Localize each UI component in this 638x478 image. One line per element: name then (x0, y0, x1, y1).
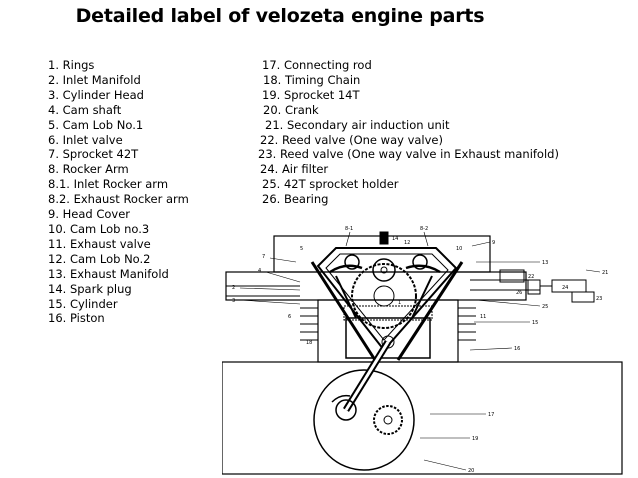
cam-lob-left (344, 254, 360, 270)
diagram-label: 16 (514, 346, 520, 352)
crank-rotation-arrow (331, 394, 351, 403)
leader-lines (239, 231, 601, 439)
diagram-label: 2 (232, 285, 235, 291)
sprocket-14t (373, 405, 403, 435)
part-item: 2. Inlet Manifold (48, 72, 141, 87)
piston (345, 317, 431, 359)
sprocket-42t (351, 263, 417, 329)
diagram-label: 9 (492, 240, 495, 246)
diagram-label: 5 (300, 246, 303, 252)
exhaust-rocker-arm (405, 264, 441, 274)
diagram-label: 12 (404, 240, 410, 246)
inlet-rocker-arm (329, 264, 363, 274)
inlet-manifold (226, 285, 300, 297)
crankcase (222, 361, 623, 475)
diagram-label: 15 (532, 320, 538, 326)
reed-valve-exhaust (571, 291, 595, 303)
part-item: 26. Bearing (262, 192, 329, 207)
diagram-label: 17 (488, 412, 494, 418)
diagram-label: 3 (232, 298, 235, 304)
page-title: Detailed label of velozeta engine parts (75, 5, 485, 27)
diagram-label: 6 (288, 314, 291, 320)
part-item: 20. Crank (263, 102, 319, 117)
part-item: 6. Inlet valve (48, 132, 123, 147)
diagram-label: 20 (468, 468, 474, 474)
diagram-label: 8-1 (345, 226, 353, 232)
cam-shaft-hub (380, 266, 388, 274)
reed-valve (527, 279, 541, 295)
exhaust-valve (411, 275, 433, 319)
part-item: 9. Head Cover (48, 207, 131, 222)
part-item: 13. Exhaust Manifold (48, 266, 169, 281)
part-item: 11. Exhaust valve (48, 236, 151, 251)
part-item: 12. Cam Lob No.2 (48, 251, 151, 266)
diagram-label: 19 (472, 436, 478, 442)
diagram-label: 23 (596, 296, 602, 302)
diagram-label: 4 (258, 268, 261, 274)
part-item: 18. Timing Chain (263, 72, 361, 87)
part-item: 1. Rings (48, 58, 95, 72)
parts-list-left: 1. Rings 2. Inlet Manifold 3. Cylinder H… (48, 58, 189, 326)
crank-pin (335, 399, 357, 421)
diagram-label: 26 (516, 290, 522, 296)
cylinder (317, 299, 459, 363)
parts-list-right: 17. Connecting rod 18. Timing Chain 19. … (258, 58, 559, 207)
diagram-label: 8-2 (420, 226, 428, 232)
diagram-label: 14 (392, 236, 398, 242)
diagram-label: 7 (262, 254, 265, 260)
air-filter (551, 279, 587, 293)
part-item: 3. Cylinder Head (48, 87, 144, 102)
part-item: 7. Sprocket 42T (48, 147, 139, 162)
diagram-label: 1 (398, 300, 401, 306)
part-item: 21. Secondary air induction unit (265, 117, 450, 132)
part-item: 15. Cylinder (48, 296, 118, 311)
diagram-label: 11 (480, 314, 486, 320)
part-item: 19. Sprocket 14T (262, 87, 360, 102)
part-item: 25. 42T sprocket holder (262, 177, 399, 192)
part-item: 17. Connecting rod (262, 58, 372, 72)
timing-chain (316, 247, 458, 352)
diagram-label: 10 (456, 246, 462, 252)
secondary-air-unit (499, 269, 525, 283)
part-item: 16. Piston (48, 311, 105, 326)
part-item: 14. Spark plug (48, 281, 132, 296)
part-item: 8.2. Exhaust Rocker arm (48, 192, 189, 207)
sprocket-42t-hub (373, 285, 395, 307)
piston-rings (343, 305, 433, 321)
part-item: 10. Cam Lob no.3 (48, 221, 150, 236)
part-item: 4. Cam shaft (48, 102, 122, 117)
part-item: 8. Rocker Arm (48, 162, 129, 177)
diagram-label: 24 (562, 285, 568, 291)
diagram-label: 22 (528, 274, 534, 280)
spark-plug (379, 231, 389, 245)
part-item: 5. Cam Lob No.1 (48, 117, 144, 132)
diagram-label: 25 (542, 304, 548, 310)
diagram-label: 18 (306, 340, 312, 346)
cam-lob-centre (372, 258, 396, 282)
diagram-label: 13 (542, 260, 548, 266)
part-item: 24. Air filter (260, 162, 329, 177)
inlet-valve (335, 275, 357, 319)
part-item: 8.1. Inlet Rocker arm (48, 177, 169, 192)
part-item: 22. Reed valve (One way valve) (260, 132, 443, 147)
crank (313, 369, 415, 471)
engine-diagram: 8-1 8-2 9 7 4 2 3 5 6 10 11 12 13 14 15 … (222, 226, 623, 475)
timing-chain-inner (325, 253, 449, 341)
cam-lob-right (412, 254, 428, 270)
diagram-label: 21 (602, 270, 608, 276)
chain-guide-right (396, 261, 464, 361)
part-item: 23. Reed valve (One way valve in Exhaust… (258, 147, 559, 162)
